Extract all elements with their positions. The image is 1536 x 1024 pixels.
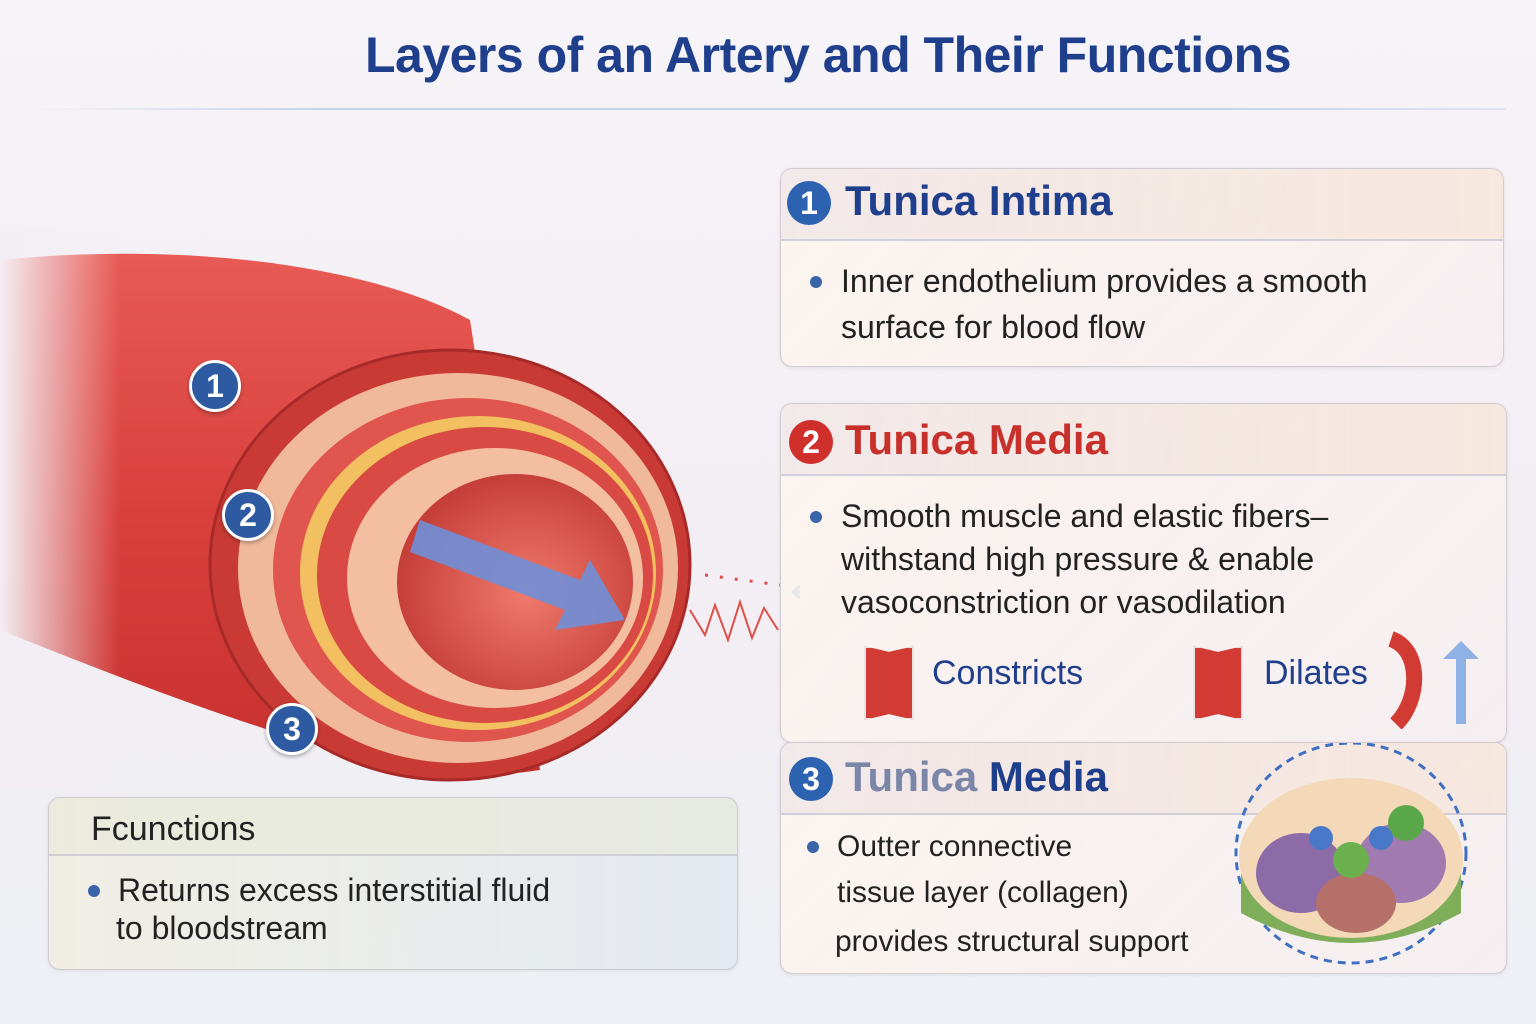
card-text-line: withstand high pressure & enable bbox=[841, 541, 1315, 577]
card-tunica-intima: 1 Tunica Intima Inner endothelium provid… bbox=[780, 168, 1504, 367]
card-text-line: Smooth muscle and elastic fibers– bbox=[841, 498, 1329, 534]
tissue-cross-section-icon bbox=[1234, 743, 1468, 965]
bullet-dot bbox=[807, 841, 819, 853]
layer-marker-2: 2 bbox=[222, 489, 274, 541]
layer-marker-3: 3 bbox=[266, 703, 318, 755]
card-text-line: vasoconstriction or vasodilation bbox=[841, 584, 1286, 620]
functions-heading: Fcunctions bbox=[91, 810, 256, 848]
title-divider bbox=[28, 108, 1506, 110]
artery-illustration bbox=[0, 230, 800, 790]
bullet-dot bbox=[88, 885, 100, 897]
card-text-line: provides structural support bbox=[835, 925, 1189, 958]
number-badge: 2 bbox=[789, 420, 833, 464]
pressure-wave-icon bbox=[689, 598, 779, 644]
functions-text-line: to bloodstream bbox=[116, 910, 328, 946]
card-text-line: tissue layer (collagen) bbox=[837, 876, 1129, 909]
constrict-icon bbox=[864, 646, 914, 720]
blood-flow-arrow-icon bbox=[410, 520, 625, 630]
card-heading: Tunica Media bbox=[845, 753, 1108, 801]
functions-box: Fcunctions Returns excess interstitial f… bbox=[48, 797, 738, 970]
heading-part: Media bbox=[988, 753, 1108, 800]
dilate-icon bbox=[1193, 646, 1243, 720]
card-text-line: Outter connective bbox=[837, 830, 1073, 863]
dilates-label: Dilates bbox=[1264, 654, 1368, 692]
page-title: Layers of an Artery and Their Functions bbox=[364, 27, 1292, 83]
constricts-label: Constricts bbox=[932, 654, 1084, 692]
number-badge: 3 bbox=[789, 757, 833, 801]
heading-part: Tunica bbox=[845, 753, 978, 800]
functions-text-line: Returns excess interstitial fluid bbox=[118, 872, 551, 908]
dilate-arrow-icon bbox=[1387, 631, 1479, 729]
layer-marker-1: 1 bbox=[189, 360, 241, 412]
card-tunica-externa: 3 Tunica Media Outter connective tissue … bbox=[780, 742, 1507, 974]
bullet-dot bbox=[810, 511, 822, 523]
bullet-dot bbox=[810, 276, 822, 288]
card-heading: Tunica Intima bbox=[845, 177, 1113, 224]
number-badge: 1 bbox=[787, 181, 831, 225]
card-text-line: Inner endothelium provides a smooth bbox=[841, 263, 1368, 299]
card-tunica-media: 2 Tunica Media Smooth muscle and elastic… bbox=[780, 403, 1507, 743]
card-heading: Tunica Media bbox=[845, 416, 1108, 463]
card-text-line: surface for blood flow bbox=[841, 309, 1146, 345]
